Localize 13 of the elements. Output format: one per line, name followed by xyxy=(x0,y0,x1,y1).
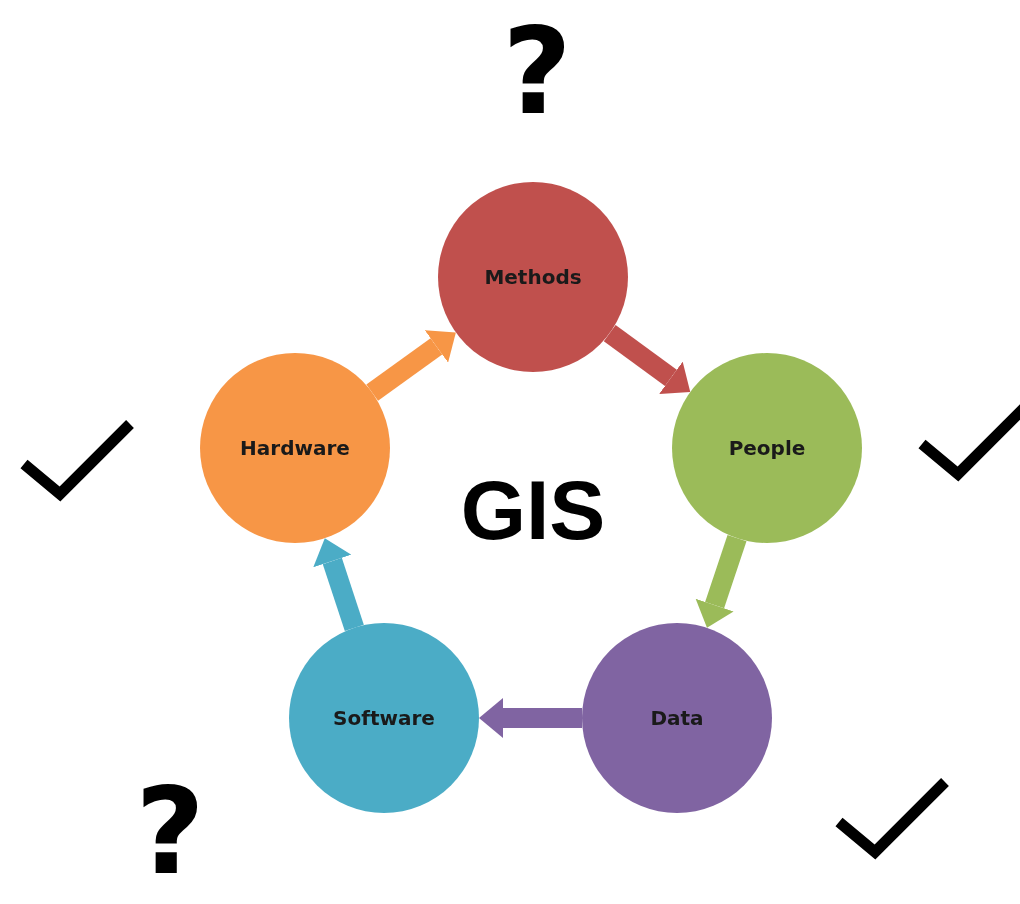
question-mark: ? xyxy=(502,12,572,132)
block-arrow xyxy=(366,330,456,401)
block-arrow xyxy=(603,325,691,394)
center-title: GIS xyxy=(460,468,606,552)
node-label: Software xyxy=(333,706,435,730)
block-arrow xyxy=(479,698,582,738)
node-label: Data xyxy=(650,706,704,730)
node-label: People xyxy=(728,436,806,460)
node-label: Hardware xyxy=(240,436,350,460)
block-arrow xyxy=(313,538,364,631)
question-mark: ? xyxy=(135,772,205,892)
node-label: Methods xyxy=(484,265,582,289)
block-arrow xyxy=(695,534,747,628)
